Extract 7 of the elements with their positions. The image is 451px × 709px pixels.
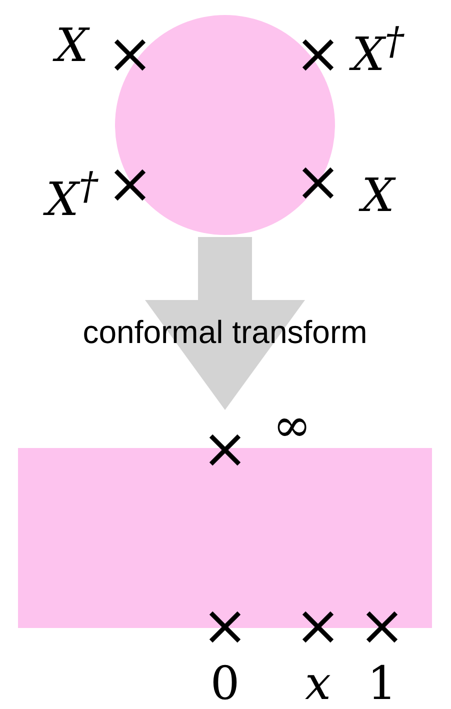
math-label: 0 bbox=[210, 660, 240, 706]
math-label: ∞ bbox=[272, 402, 312, 448]
block-arrow bbox=[145, 237, 305, 410]
rectangle-region bbox=[18, 448, 432, 628]
math-label: x bbox=[305, 660, 331, 706]
math-label: 1 bbox=[367, 660, 397, 706]
edge-label: conformal transform bbox=[82, 316, 368, 348]
